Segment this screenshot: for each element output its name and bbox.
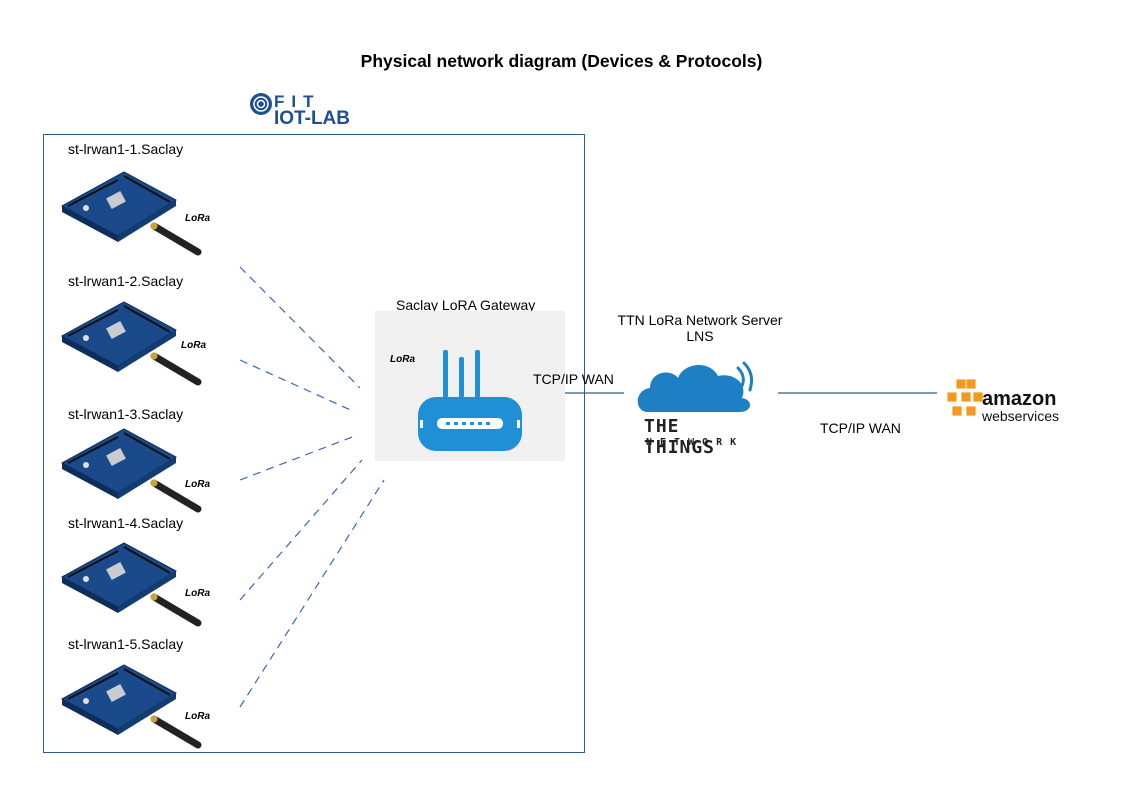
lora-logo-icon: LoRa: [185, 588, 210, 599]
node-label-5: st-lrwan1-5.Saclay: [68, 636, 184, 652]
st-lrwan1-board-3[interactable]: [58, 421, 208, 516]
aws-logo-line1: amazon: [982, 388, 1057, 410]
st-lrwan1-board-4[interactable]: [58, 535, 208, 630]
lora-badge-4: LoRa: [185, 583, 210, 601]
fit-logo-line2: IOT-LAB: [274, 108, 350, 129]
board-icon: [60, 171, 202, 256]
board-icon: [60, 301, 202, 386]
lora-badge-2: LoRa: [181, 335, 206, 353]
router-icon: [418, 350, 522, 451]
diagram-title: Physical network diagram (Devices & Prot…: [360, 51, 763, 71]
wan-label-gateway-lns: TCP/IP WAN: [533, 371, 614, 387]
node-label-2: st-lrwan1-2.Saclay: [68, 273, 184, 289]
lora-logo-icon: LoRa: [185, 213, 210, 224]
fit-iot-lab-logo: FIT IOT-LAB: [248, 92, 360, 130]
fit-logo-line1: FIT: [274, 92, 321, 111]
gateway-lora-badge: LoRa: [390, 349, 415, 367]
ttn-logo-line1: THE THINGS: [644, 416, 716, 458]
aws-cubes-icon: [946, 378, 984, 417]
st-lrwan1-board-2[interactable]: [58, 294, 208, 389]
lora-badge-1: LoRa: [185, 208, 210, 226]
lns-label-line2: LNS: [686, 328, 714, 344]
board-icon: [60, 428, 202, 513]
radio-link-4: [239, 459, 363, 601]
fit-logo-icon: [250, 93, 272, 115]
lns-label-line1: TTN LoRa Network Server: [617, 312, 783, 328]
node-label-3: st-lrwan1-3.Saclay: [68, 406, 184, 422]
lora-logo-icon: LoRa: [185, 479, 210, 490]
lora-logo-icon: LoRa: [185, 711, 210, 722]
aws-logo[interactable]: amazon webservices: [944, 376, 1069, 426]
ttn-logo-line2: NETWORK: [646, 437, 745, 448]
radio-link-1: [239, 266, 361, 389]
wan-label-lns-cloud: TCP/IP WAN: [820, 420, 901, 436]
radio-link-5: [239, 479, 385, 708]
lora-logo-icon: LoRa: [390, 354, 415, 365]
radio-link-3: [239, 435, 356, 481]
gateway-panel[interactable]: LoRa: [375, 311, 565, 461]
gateway-label: Saclay LoRA Gateway: [396, 297, 536, 313]
radio-link-2: [239, 359, 356, 413]
lora-logo-icon: LoRa: [181, 340, 206, 351]
board-icon: [60, 542, 202, 627]
board-icon: [60, 664, 202, 749]
iot-lab-site-box: [43, 134, 585, 753]
aws-logo-line2: webservices: [982, 408, 1060, 424]
node-label-4: st-lrwan1-4.Saclay: [68, 515, 184, 531]
st-lrwan1-board-1[interactable]: [58, 164, 208, 259]
lora-badge-5: LoRa: [185, 706, 210, 724]
lora-badge-3: LoRa: [185, 474, 210, 492]
node-label-1: st-lrwan1-1.Saclay: [68, 141, 184, 157]
st-lrwan1-board-5[interactable]: [58, 657, 208, 752]
cloud-icon: [637, 361, 753, 412]
ttn-logo[interactable]: THE THINGS NETWORK: [636, 358, 760, 458]
